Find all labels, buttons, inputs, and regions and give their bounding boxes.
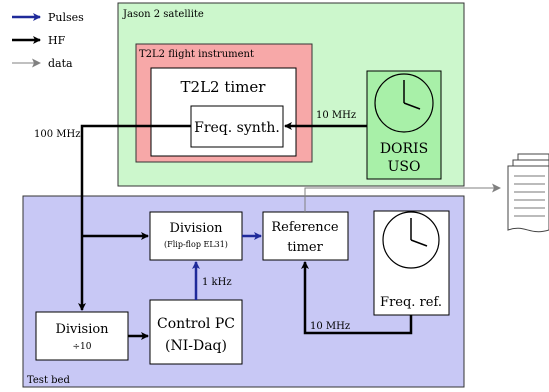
freq-ref-to-reference-timer-arrow [301,261,413,335]
doris-clock-hand-minute [403,102,421,110]
legend-data-label: data [48,57,73,70]
flight-instrument-title: T2L2 flight instrument [139,49,254,60]
division10-label: Division [55,322,109,337]
legend-hf-label: HF [48,34,66,47]
satellite-title: Jason 2 satellite [122,9,204,20]
doris-label: DORIS [380,141,428,157]
division-flipflop-box [149,211,243,261]
freq-ref-clock-hand-minute [410,239,428,247]
division-flipflop-label: Division [169,221,223,236]
control-pc-label-line2: (NI-Daq) [165,338,227,354]
freq-synth-label: Freq. synth. [194,120,280,136]
control-pc-box [149,299,243,365]
reference-timer-label-line1: Reference [271,220,339,235]
legend: Pulses HF data [12,11,84,70]
freq-synth-box [190,105,284,148]
document-stack-icon [507,153,549,233]
link-100mhz-label: 100 MHz [34,129,81,140]
link-1khz-label: 1 kHz [202,277,232,288]
freq-ref-label: Freq. ref. [380,295,442,310]
division-flipflop-sublabel: (Flip-flop EL31) [164,240,228,249]
reference-timer-label-line2: timer [287,240,323,255]
uso-label: USO [388,159,421,175]
clock-icon [382,211,440,269]
test-bed-title: Test bed [27,375,70,386]
control-pc-label-line1: Control PC [157,316,235,332]
reference-timer-to-documents-arrow [304,183,501,212]
division10-sublabel: ÷10 [73,342,92,352]
t2l2-timer-label: T2L2 timer [181,78,267,96]
clock-icon [374,73,434,133]
doris-10mhz-label: 10 MHz [316,110,356,121]
reference-timer-box [262,211,349,261]
legend-pulses-label: Pulses [48,11,84,24]
freq-synth-to-division10-arrow [78,124,191,311]
freq-ref-10mhz-label: 10 MHz [310,321,350,332]
